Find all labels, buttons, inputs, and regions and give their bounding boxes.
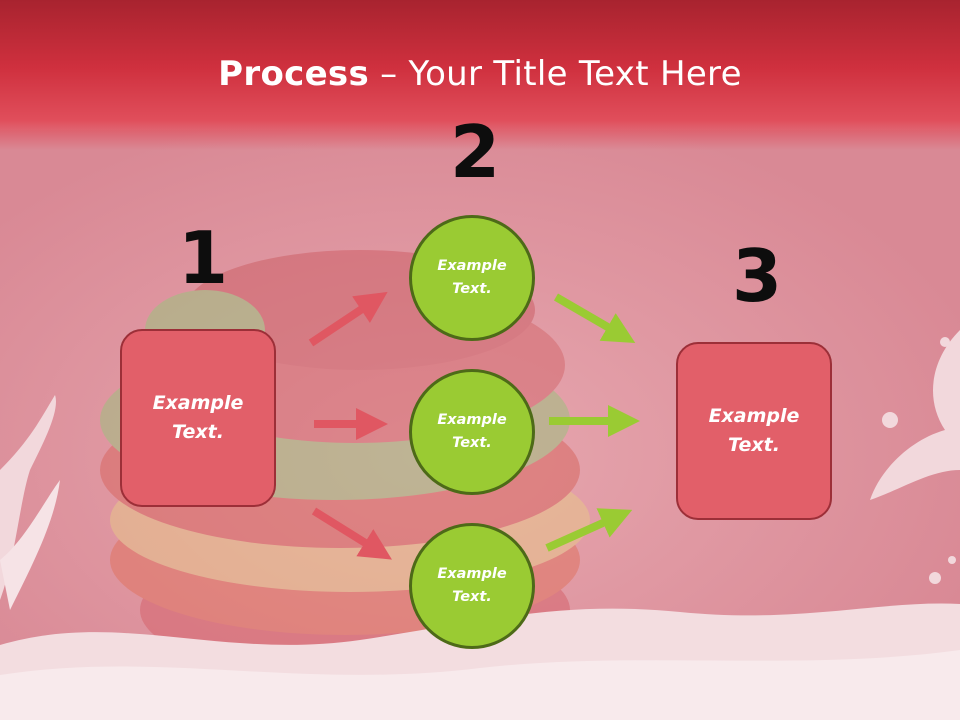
header-band — [0, 0, 960, 150]
circle-bottom-line1: Example — [437, 566, 507, 582]
arrow-green-down — [553, 293, 636, 344]
box-right-line2: Text. — [728, 434, 780, 456]
circle-middle-line2: Text. — [452, 435, 492, 451]
step-number-1: 1 — [178, 216, 229, 300]
step-box-left: Example Text. — [120, 329, 276, 507]
step-circle-top: Example Text. — [409, 215, 535, 341]
step-box-right: Example Text. — [676, 342, 832, 520]
step-number-2: 2 — [450, 110, 501, 194]
step-circle-bottom: Example Text. — [409, 523, 535, 649]
step-circle-middle: Example Text. — [409, 369, 535, 495]
box-left-line2: Text. — [172, 421, 224, 443]
arrow-red-up — [308, 291, 388, 347]
circle-bottom-line2: Text. — [452, 589, 492, 605]
circle-middle-line1: Example — [437, 412, 507, 428]
arrow-green-up — [545, 508, 633, 552]
circle-top-line2: Text. — [452, 281, 492, 297]
page-title: Process – Your Title Text Here — [0, 54, 960, 94]
box-right-line1: Example — [708, 405, 800, 427]
step-number-3: 3 — [732, 234, 783, 318]
title-bold: Process — [218, 54, 370, 94]
title-rest: – Your Title Text Here — [369, 54, 742, 94]
circle-top-line1: Example — [437, 258, 507, 274]
arrow-red-down — [311, 507, 392, 560]
box-left-line1: Example — [152, 392, 244, 414]
